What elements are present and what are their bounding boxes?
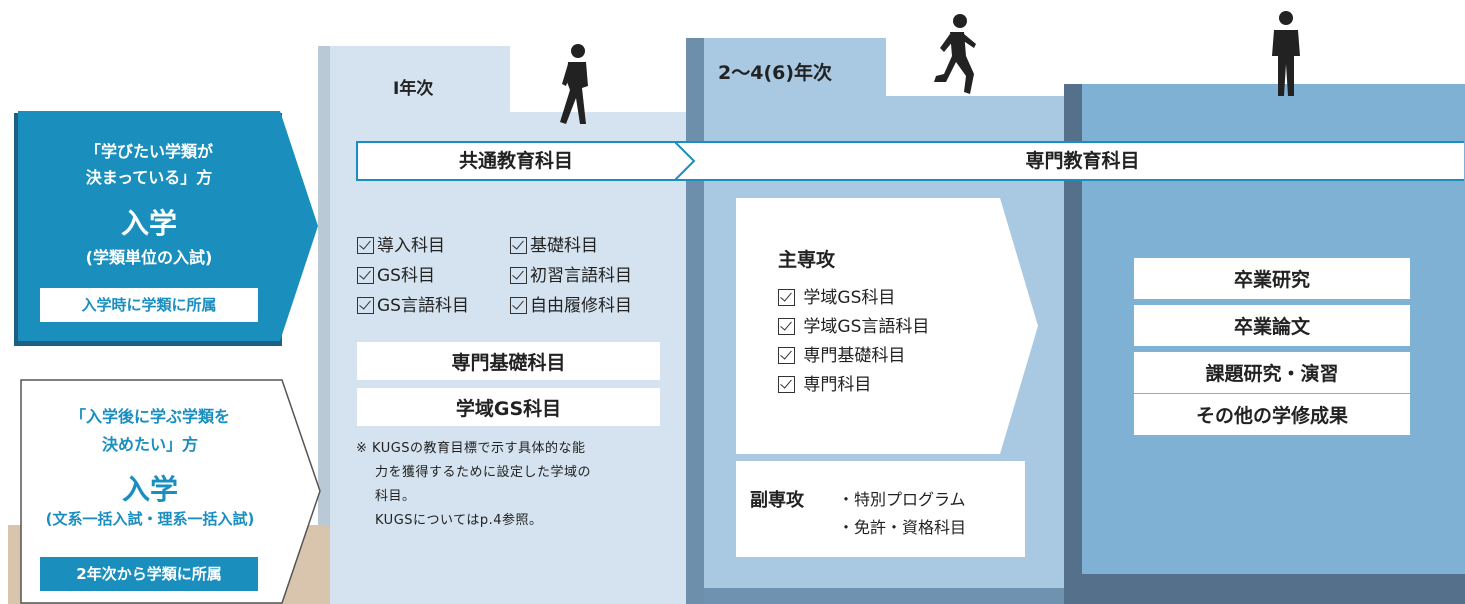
entry-a-sub: (学類単位の入試)	[85, 248, 213, 267]
check-item: 初習言語科目	[510, 264, 632, 289]
step3-side-shade	[1064, 84, 1084, 604]
major-item: 専門科目	[778, 373, 871, 398]
step1-notch	[510, 46, 692, 112]
person-walking-icon	[560, 44, 588, 124]
check-item: 導入科目	[357, 234, 445, 259]
check-item: 基礎科目	[510, 234, 598, 259]
step2-notch	[886, 38, 1080, 96]
year1-label: Ⅰ年次	[393, 79, 434, 99]
step2-side-shade	[686, 38, 704, 604]
checkbox-icon	[778, 347, 795, 364]
checkbox-icon	[778, 376, 795, 393]
major-item: 学域GS科目	[778, 286, 895, 311]
checkbox-icon	[778, 289, 795, 306]
year2-label: 2〜4(6)年次	[718, 62, 833, 84]
box-gakuiki-gs: 学域GS科目	[357, 388, 660, 426]
minor-panel	[736, 461, 1025, 557]
entry-a-line2: 決まっている」方	[85, 168, 213, 187]
note-line1: ※ KUGSの教育目標で示す具体的な能	[356, 441, 586, 456]
banner-divider	[673, 141, 696, 181]
step1-side-shade	[318, 46, 330, 604]
checkbox-icon	[510, 297, 527, 314]
checkbox-icon	[510, 237, 527, 254]
entry-b-line2: 決めたい」方	[101, 435, 198, 454]
checkbox-icon	[778, 318, 795, 335]
minor-item: ・免許・資格科目	[838, 518, 967, 537]
entry-a-badge: 入学時に学類に所属	[40, 288, 258, 322]
check-item: GS言語科目	[357, 294, 469, 319]
entry-a-line1: 「学びたい学類が	[84, 142, 213, 161]
check-item: GS科目	[357, 264, 435, 289]
checkbox-icon	[510, 267, 527, 284]
final-box-graduation-thesis: 卒業論文	[1134, 305, 1410, 346]
checkbox-icon	[357, 237, 374, 254]
person-standing-icon	[1272, 11, 1300, 96]
final-box-graduation-research: 卒業研究	[1134, 258, 1410, 299]
note-line3: 科目。	[375, 489, 416, 504]
major-title: 主専攻	[778, 249, 836, 271]
major-item: 専門基礎科目	[778, 344, 905, 369]
note-line2: 力を獲得するために設定した学域の	[375, 465, 592, 480]
entry-b-badge: 2年次から学類に所属	[40, 557, 258, 591]
entry-a-arrow	[18, 111, 318, 341]
checkbox-icon	[357, 297, 374, 314]
person-running-icon	[934, 14, 976, 94]
box-senmon-kiso: 専門基礎科目	[357, 342, 660, 380]
note-line4: KUGSについてはp.4参照。	[375, 513, 543, 528]
entry-b-big: 入学	[121, 473, 178, 506]
final-box-other-outcomes: その他の学修成果	[1134, 394, 1410, 435]
step2-base-shade	[704, 588, 1080, 604]
entry-b-sub: (文系一括入試・理系一括入試)	[45, 510, 255, 528]
entry-a-big: 入学	[120, 207, 177, 240]
step3-base-shade	[1082, 574, 1465, 604]
banner-frame	[356, 141, 1464, 181]
major-panel	[736, 198, 1038, 454]
minor-title: 副専攻	[750, 490, 804, 511]
entry-b-arrow	[20, 379, 321, 604]
banner-common: 共通教育科目	[458, 150, 573, 172]
check-item: 自由履修科目	[510, 294, 632, 319]
minor-item: ・特別プログラム	[838, 490, 966, 509]
banner-specialized: 専門教育科目	[1025, 150, 1140, 172]
final-box-project-seminar: 課題研究・演習	[1134, 352, 1410, 393]
checkbox-icon	[357, 267, 374, 284]
major-item: 学域GS言語科目	[778, 315, 929, 340]
entry-b-line1: 「入学後に学ぶ学類を	[69, 407, 230, 426]
step1-panel	[330, 46, 692, 604]
